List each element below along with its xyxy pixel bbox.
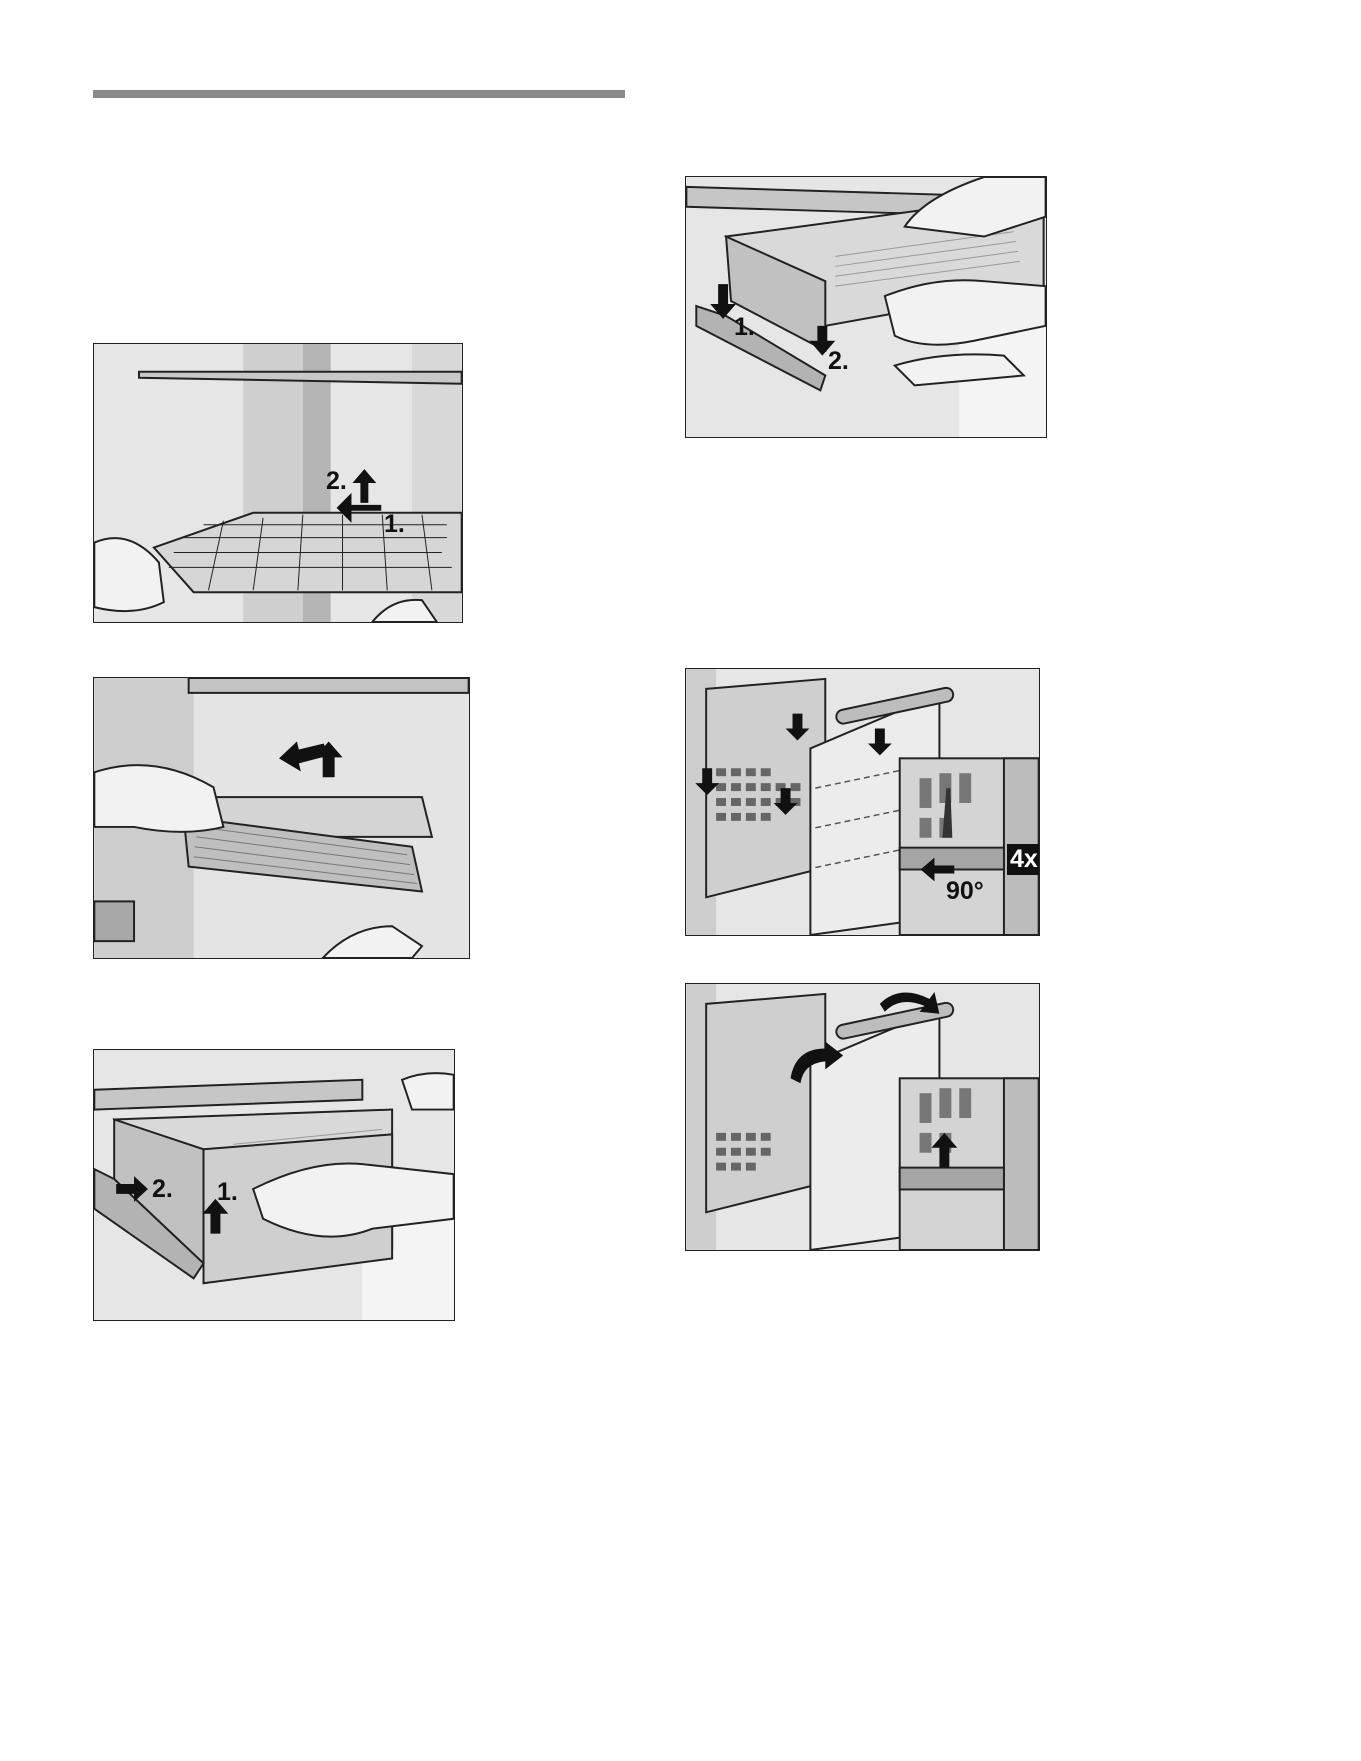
repeat-count-badge: 4x [1007, 844, 1040, 875]
step-label-1: 1. [734, 315, 755, 340]
figure-remove-drawer: 2. 1. [93, 1049, 455, 1321]
step-label-2: 2. [152, 1177, 173, 1202]
drawer-front-illustration [686, 669, 1039, 935]
bin-illustration [94, 678, 469, 958]
drawer-insert-illustration [686, 177, 1046, 437]
figure-remove-shelf: 2. 1. [93, 343, 463, 623]
step-label-1: 1. [384, 512, 405, 537]
step-label-2: 2. [326, 469, 347, 494]
step-label-2: 2. [828, 349, 849, 374]
drawer-front-attach-illustration [686, 984, 1039, 1250]
shelf-illustration [94, 344, 462, 622]
rotation-angle-label: 90° [946, 879, 984, 904]
figure-insert-drawer: 1. 2. [685, 176, 1047, 438]
figure-attach-drawer-front [685, 983, 1040, 1251]
figure-remove-bin [93, 677, 470, 959]
figure-remove-drawer-front: 4x 90° [685, 668, 1040, 936]
section-rule [93, 90, 625, 98]
drawer-illustration [94, 1050, 454, 1320]
step-label-1: 1. [217, 1180, 238, 1205]
